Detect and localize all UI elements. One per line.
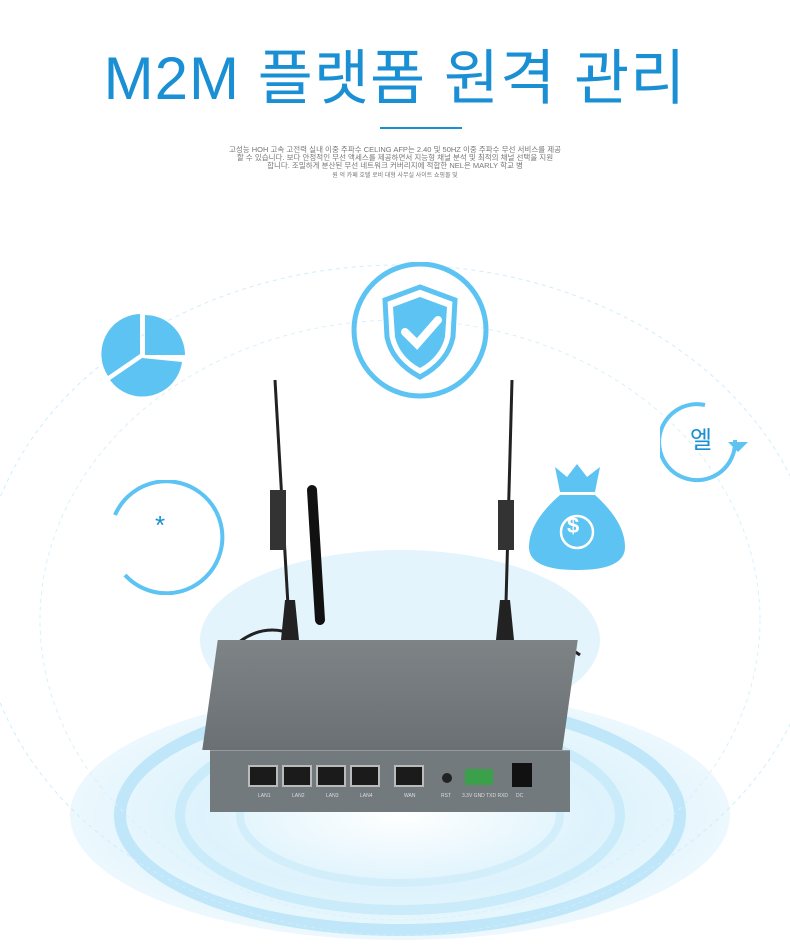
lan-port <box>316 765 346 787</box>
reset-label: RST <box>441 793 451 799</box>
description-line: 원 억 카페 호텔 로비 대형 사무실 사이트 쇼핑몰 및 <box>332 173 458 179</box>
star-label: * <box>155 510 166 540</box>
star-circle-icon <box>113 480 225 595</box>
description-line: 합니다. 조밀하게 분산된 무선 네트워크 커버리지에 적합한 NEL은 MAR… <box>267 161 523 170</box>
port-label: LAN3 <box>326 793 339 799</box>
refresh-icon <box>660 402 748 483</box>
refresh-label: 엘 <box>690 427 713 454</box>
power-jack <box>512 763 532 787</box>
page-title: M2M 플랫폼 원격 관리 <box>103 45 687 112</box>
lan-port <box>282 765 312 787</box>
shield-check-icon <box>351 262 489 399</box>
terminal-block <box>465 769 493 785</box>
antennas <box>228 379 581 665</box>
lan-port <box>248 765 278 787</box>
money-bag-icon <box>529 464 625 570</box>
port-label: WAN <box>404 793 416 799</box>
port-label: LAN2 <box>292 793 305 799</box>
router-front: LAN1 LAN2 LAN3 LAN4 WAN RST 3.3V GND TXD… <box>210 750 570 812</box>
reset-button[interactable] <box>442 773 452 783</box>
title-divider <box>380 127 462 129</box>
port-label: LAN4 <box>360 793 373 799</box>
router-top <box>202 640 578 750</box>
terminal-label: 3.3V GND TXD RXD <box>462 793 509 799</box>
description-line: 할 수 있습니다. 보다 안정적인 무선 액세스를 제공하면서 지능형 채널 분… <box>236 153 554 162</box>
pie-chart-icon <box>101 314 185 397</box>
money-label: $ <box>567 513 580 538</box>
wan-port <box>394 765 424 787</box>
port-label: LAN1 <box>258 793 271 799</box>
description-line: 고성능 HOH 고속 고전력 실내 이중 주파수 CELING AFP는 2.4… <box>228 145 562 154</box>
lan-port <box>350 765 380 787</box>
power-label: DC <box>516 793 524 799</box>
